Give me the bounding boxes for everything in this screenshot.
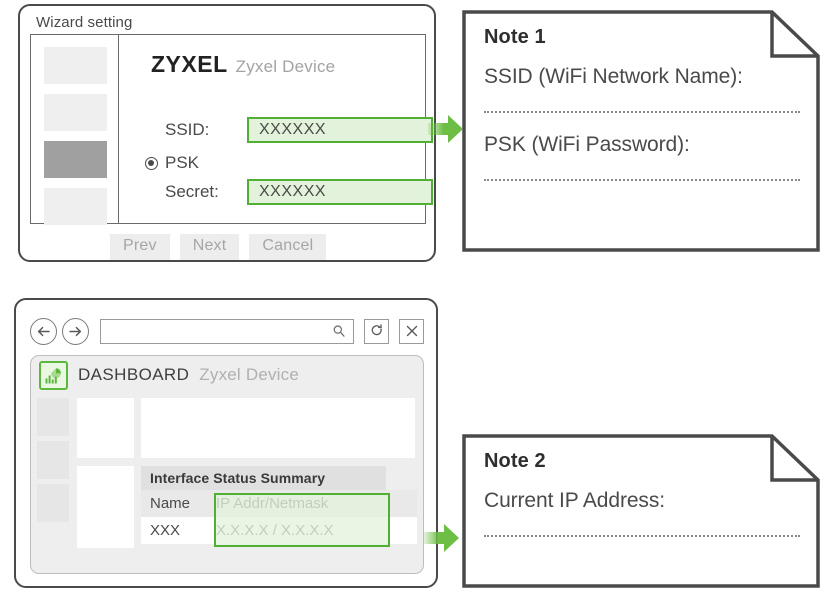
dashboard-viewport: DASHBOARD Zyxel Device Interface Status … xyxy=(30,355,424,574)
wizard-sidebar-block-4[interactable] xyxy=(44,188,107,225)
interface-status-summary: Interface Status Summary Name IP Addr/Ne… xyxy=(141,466,417,573)
dashboard-chart-icon[interactable] xyxy=(39,360,68,390)
close-icon xyxy=(406,325,417,337)
device-name-label: Zyxel Device xyxy=(235,57,336,76)
cancel-button[interactable]: Cancel xyxy=(249,234,327,260)
reload-icon xyxy=(371,324,382,336)
flow-arrow-top-icon xyxy=(428,113,464,145)
psk-radio-row[interactable]: PSK xyxy=(145,153,199,173)
radio-selected-icon[interactable] xyxy=(145,156,158,170)
ssid-input[interactable]: XXXXXX xyxy=(247,117,433,143)
browser-toolbar xyxy=(30,316,424,346)
cell-interface-name: XXX xyxy=(150,522,181,539)
dashboard-widget-left-top xyxy=(77,398,134,458)
arrow-right-icon xyxy=(69,326,82,336)
secret-field-row: Secret: XXXXXX xyxy=(165,179,433,205)
wizard-sidebar-block-2[interactable] xyxy=(44,94,107,131)
ssid-field-row: SSID: XXXXXX xyxy=(165,117,433,143)
cell-ip-netmask: X.X.X.X / X.X.X.X xyxy=(216,522,334,539)
dashboard-widget-top xyxy=(141,398,415,458)
prev-button[interactable]: Prev xyxy=(110,234,170,260)
dashboard-widget-left-bottom xyxy=(77,466,134,548)
table-row[interactable]: XXX X.X.X.X / X.X.X.X xyxy=(141,517,417,544)
reload-button[interactable] xyxy=(364,318,389,344)
wizard-sidebar-block-1[interactable] xyxy=(44,47,107,84)
url-input[interactable] xyxy=(100,318,354,344)
note-1-card: Note 1 SSID (WiFi Network Name): PSK (Wi… xyxy=(462,10,820,252)
zyxel-logo: ZYXEL xyxy=(151,51,228,77)
note-1-write-line-1 xyxy=(484,111,800,113)
arrow-left-icon xyxy=(37,326,50,336)
column-header-ip: IP Addr/Netmask xyxy=(216,495,329,512)
back-button[interactable] xyxy=(30,317,57,345)
wizard-title: Wizard setting xyxy=(36,14,133,31)
note-2-write-line-1 xyxy=(484,535,800,537)
search-icon xyxy=(333,325,345,337)
note-1-write-line-2 xyxy=(484,179,800,181)
note-2-shape xyxy=(462,434,820,588)
wizard-content-frame: ZYXEL Zyxel Device SSID: XXXXXX PSK Secr… xyxy=(30,34,433,225)
dashboard-nav-block-3[interactable] xyxy=(37,484,69,522)
wizard-button-bar: Prev Next Cancel xyxy=(110,234,327,260)
dashboard-title: DASHBOARD xyxy=(78,365,190,384)
next-button[interactable]: Next xyxy=(179,234,240,260)
brand-header: ZYXEL Zyxel Device xyxy=(151,51,335,78)
ssid-label: SSID: xyxy=(165,120,210,139)
dashboard-nav-block-1[interactable] xyxy=(37,398,69,436)
dashboard-device-name: Zyxel Device xyxy=(199,365,299,384)
note-2-card: Note 2 Current IP Address: xyxy=(462,434,820,588)
dashboard-nav-block-2[interactable] xyxy=(37,441,69,479)
wizard-form-area: ZYXEL Zyxel Device SSID: XXXXXX PSK Secr… xyxy=(119,35,433,223)
dashboard-header: DASHBOARD Zyxel Device xyxy=(31,356,423,394)
note-1-line-psk: PSK (WiFi Password): xyxy=(484,133,690,156)
note-2-title: Note 2 xyxy=(484,450,546,472)
note-1-line-ssid: SSID (WiFi Network Name): xyxy=(484,65,743,88)
browser-window: DASHBOARD Zyxel Device Interface Status … xyxy=(14,298,438,588)
interface-status-header-row: Name IP Addr/Netmask xyxy=(141,490,417,517)
note-1-title: Note 1 xyxy=(484,26,546,48)
psk-radio-label: PSK xyxy=(165,153,200,172)
note-2-line-ip: Current IP Address: xyxy=(484,489,665,512)
wizard-sidebar-block-3-active[interactable] xyxy=(44,141,107,178)
column-header-name: Name xyxy=(150,495,191,512)
wizard-sidebar xyxy=(31,35,119,225)
secret-input[interactable]: XXXXXX xyxy=(247,179,433,205)
flow-arrow-bottom-icon xyxy=(424,522,460,554)
note-2-body: Note 2 Current IP Address: xyxy=(462,434,820,588)
wizard-setting-panel: Wizard setting ZYXEL Zyxel Device SSID: … xyxy=(18,4,436,262)
forward-button[interactable] xyxy=(62,317,89,345)
close-button[interactable] xyxy=(399,318,424,344)
note-1-shape xyxy=(462,10,820,252)
secret-label: Secret: xyxy=(165,182,219,201)
interface-status-title: Interface Status Summary xyxy=(141,466,386,490)
note-1-body: Note 1 SSID (WiFi Network Name): PSK (Wi… xyxy=(462,10,820,252)
